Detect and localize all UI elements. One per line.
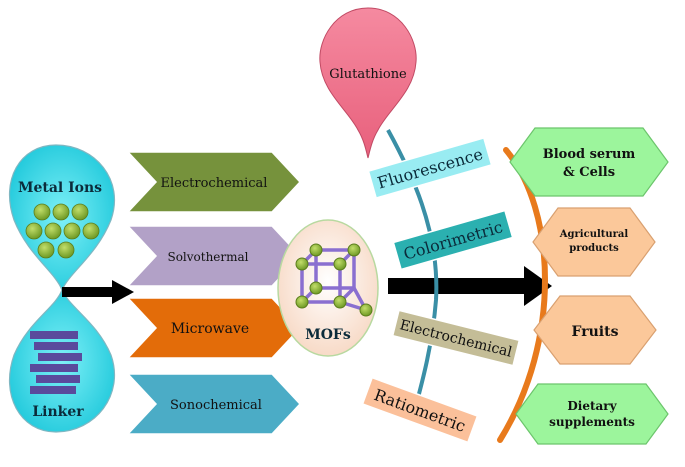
application-agricultural-line1: Agricultural xyxy=(559,229,629,240)
linker-bar xyxy=(30,386,76,394)
mofs-label: MOFs xyxy=(305,327,351,343)
application-dietary-line1: Dietary xyxy=(567,399,617,413)
method-electrochemical: Electrochemical xyxy=(126,151,302,213)
metal-ions-label: Metal Ions xyxy=(18,180,102,196)
method-microwave-label: Microwave xyxy=(171,321,249,337)
linker-bar xyxy=(30,364,78,372)
metal-ion-dot xyxy=(57,241,75,259)
application-blood-serum-line1: Blood serum xyxy=(543,147,636,162)
method-solvothermal: Solvothermal xyxy=(126,225,302,287)
method-sonochemical-label: Sonochemical xyxy=(170,398,262,413)
application-fruits: Fruits xyxy=(533,295,657,365)
glutathione-drop: Glutathione xyxy=(319,7,417,159)
application-dietary: Dietary supplements xyxy=(515,383,669,445)
metal-ion-dot xyxy=(71,203,89,221)
metal-ion-dot xyxy=(25,222,43,240)
method-microwave: Microwave xyxy=(126,297,302,359)
linker-bar xyxy=(30,331,78,339)
application-agricultural: Agricultural products xyxy=(532,207,656,277)
application-blood-serum-line2: & Cells xyxy=(563,165,615,180)
method-solvothermal-label: Solvothermal xyxy=(167,250,248,264)
input-arrow xyxy=(62,280,134,304)
linker-label: Linker xyxy=(32,404,84,420)
application-agricultural-line2: products xyxy=(569,243,619,254)
technique-colorimetric: Colorimetric xyxy=(392,209,514,271)
technique-electrochemical: Electrochemical xyxy=(391,309,521,367)
linker-bars xyxy=(30,331,82,394)
metal-ion-dot xyxy=(82,222,100,240)
linker-bar xyxy=(34,342,78,350)
metal-ion-dot xyxy=(37,241,55,259)
technique-fluorescence: Fluorescence xyxy=(367,137,493,199)
linker-bar xyxy=(38,353,82,361)
metal-ion-dots xyxy=(25,203,100,259)
mof-nodes xyxy=(295,243,373,317)
metal-ion-dot xyxy=(33,203,51,221)
metal-ion-dot xyxy=(63,222,81,240)
application-fruits-label: Fruits xyxy=(572,324,619,340)
method-sonochemical: Sonochemical xyxy=(126,373,302,435)
mofs-node: MOFs xyxy=(277,219,379,357)
application-dietary-line2: supplements xyxy=(549,415,635,429)
main-arrow xyxy=(388,266,552,306)
metal-ion-dot xyxy=(52,203,70,221)
method-electrochemical-label: Electrochemical xyxy=(161,176,268,191)
glutathione-label: Glutathione xyxy=(329,67,407,82)
metal-ion-dot xyxy=(44,222,62,240)
linker-bar xyxy=(36,375,80,383)
application-blood-serum: Blood serum & Cells xyxy=(509,127,669,197)
